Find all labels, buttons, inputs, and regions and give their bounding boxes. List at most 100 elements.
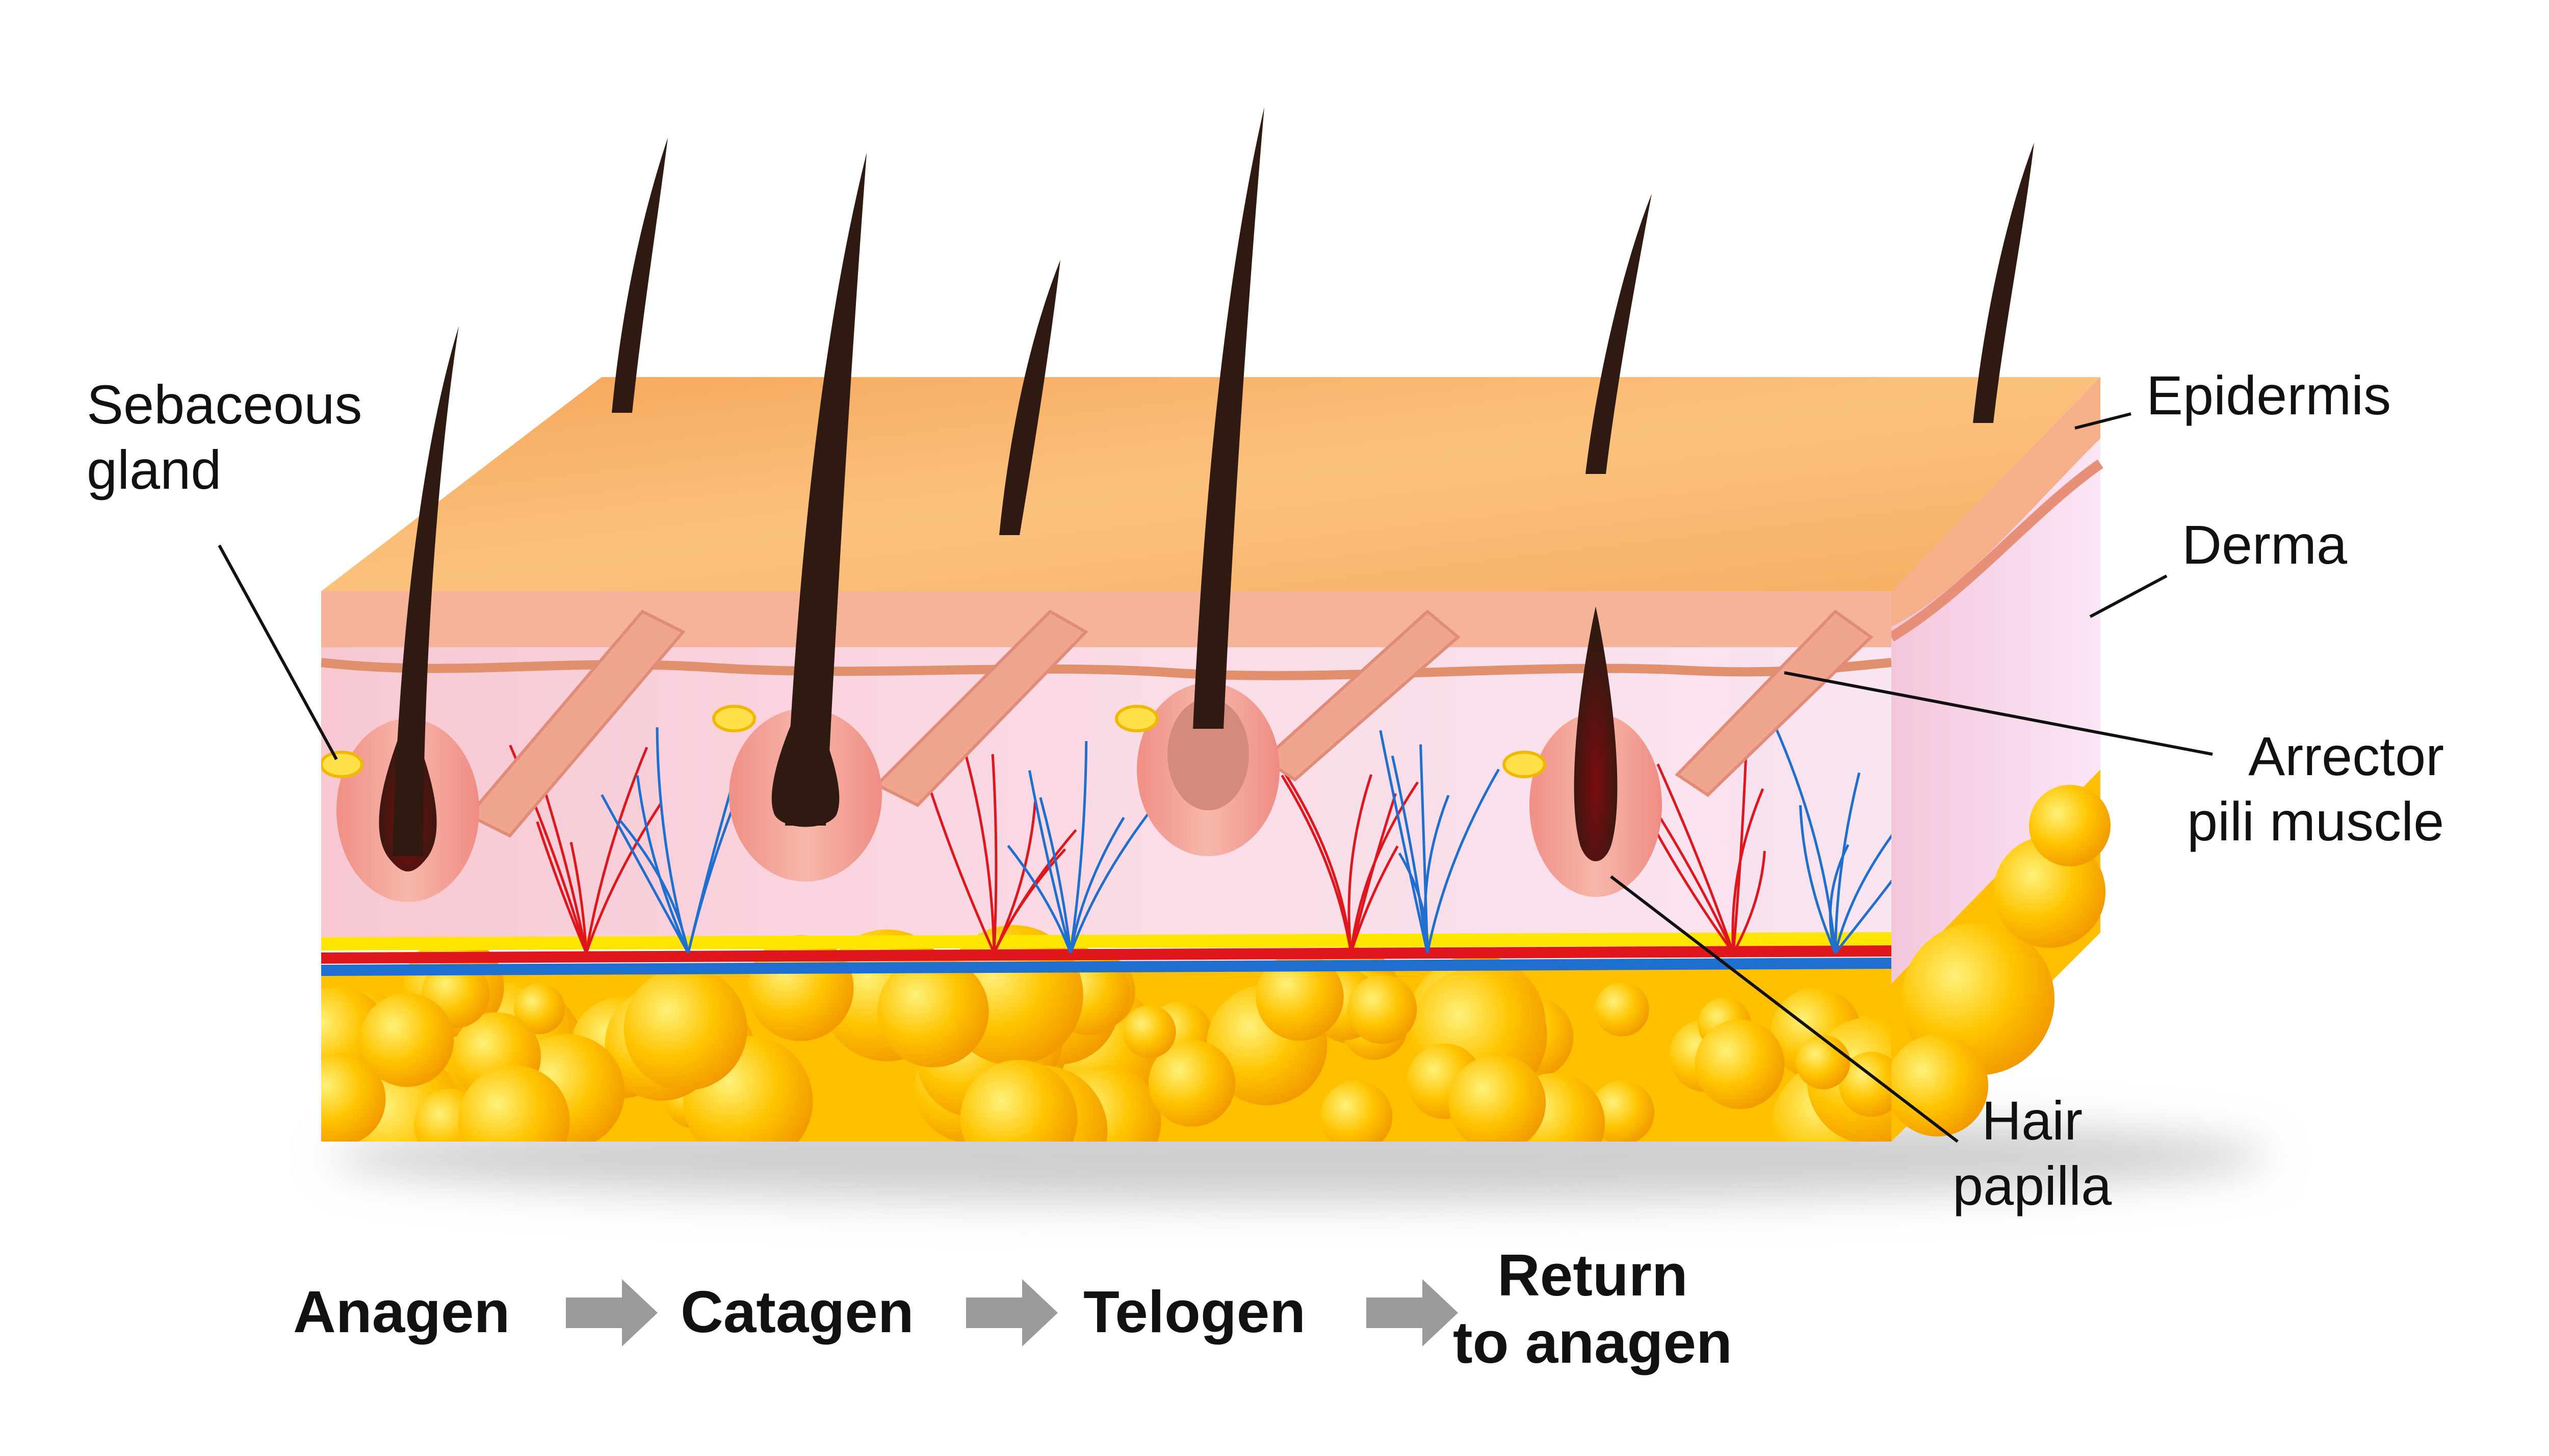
- front-face: [321, 591, 1891, 1142]
- arrector-pili-muscles: [466, 610, 1874, 838]
- capillary-branch: [1028, 770, 1072, 954]
- fat-cell: [458, 1065, 570, 1142]
- fat-cell: [1448, 1054, 1546, 1142]
- label-arrector-line1: Arrector: [2248, 725, 2444, 787]
- fat-cell: [360, 993, 454, 1087]
- capillary-branch: [1731, 788, 1764, 954]
- capillary-branch: [991, 754, 998, 954]
- label-derma: Derma: [2182, 514, 2348, 575]
- capillary-branch: [1349, 845, 1399, 954]
- capillary-branch: [1799, 805, 1837, 954]
- label-sebaceous-line1: Sebaceous: [87, 374, 362, 435]
- hair-2: [612, 138, 668, 413]
- leader-derma: [2089, 574, 2168, 618]
- stage-return-line1: Return: [1497, 1242, 1688, 1308]
- sebaceous-gland-4: [1502, 751, 1546, 778]
- fat-cell: [1256, 952, 1344, 1041]
- hair-4: [999, 260, 1060, 535]
- side-epidermis-cells: [1888, 459, 2103, 642]
- capillary-branch: [1284, 773, 1352, 954]
- capillary-branch: [536, 821, 588, 954]
- label-arrector-line2: pili muscle: [2187, 790, 2444, 852]
- label-papilla-line2: papilla: [1953, 1155, 2112, 1216]
- capillary-branch: [1039, 797, 1072, 954]
- fat-cell: [1148, 1040, 1236, 1127]
- fat-cell: [1320, 1080, 1393, 1142]
- capillary-branch: [1834, 834, 1891, 954]
- capillary-branch: [1656, 763, 1735, 954]
- sebaceous-gland-1: [321, 751, 363, 778]
- capillary-branch: [1069, 803, 1157, 954]
- fat-balls: [321, 925, 1891, 1142]
- artery-line: [321, 945, 1891, 964]
- sebaceous-gland-3: [1115, 705, 1159, 732]
- label-sebaceous-gland: Sebaceous gland: [87, 372, 362, 502]
- sebaceous-gland-2: [712, 705, 756, 732]
- vein-line: [321, 958, 1891, 976]
- fat-cell: [1347, 974, 1417, 1044]
- hair-shafts: [393, 107, 2034, 856]
- leader-sebaceous: [218, 544, 338, 760]
- capillary-branch: [1732, 851, 1766, 954]
- stage-anagen: Anagen: [293, 1279, 510, 1345]
- capillary-branch: [636, 775, 690, 954]
- fat-cell: [321, 1053, 386, 1142]
- nerve-line: [321, 931, 1891, 950]
- label-sebaceous-line2: gland: [87, 439, 222, 500]
- hair-1: [393, 326, 459, 856]
- stage-return-to-anagen: Return to anagen: [1453, 1241, 1732, 1376]
- fat-cell: [1123, 1005, 1176, 1058]
- label-epidermis: Epidermis: [2146, 364, 2391, 426]
- capillary-branch: [993, 801, 1037, 954]
- follicle-3: [1115, 683, 1280, 856]
- hair-5: [1193, 107, 1264, 729]
- fat-cell: [1695, 1019, 1785, 1109]
- label-papilla-line1: Hair: [1982, 1090, 2083, 1151]
- leader-epidermis: [2074, 412, 2131, 430]
- arrow-telogen-return: [1366, 1279, 1458, 1346]
- fat-cell: [1796, 1035, 1851, 1090]
- arrow-anagen-catagen: [566, 1279, 658, 1346]
- side-face-derma: [1891, 377, 2100, 984]
- label-hair-papilla: Hair papilla: [1953, 1088, 2112, 1219]
- hair-7: [1973, 143, 2034, 423]
- leader-arrector: [1784, 671, 2213, 756]
- capillary-branch: [964, 754, 996, 954]
- capillary-network: [509, 723, 1891, 954]
- capillary-branch: [1426, 769, 1500, 954]
- fat-cell: [1595, 982, 1649, 1037]
- capillary-branch: [585, 802, 662, 954]
- fat-cell: [877, 956, 989, 1068]
- side-fat-balls: [1886, 785, 2111, 1136]
- capillary-branch: [601, 794, 690, 954]
- capillary-branch: [1281, 775, 1352, 954]
- leader-papilla: [1610, 875, 1959, 1143]
- follicle-4: [1502, 606, 1662, 897]
- capillary-branch: [1834, 772, 1861, 954]
- fat-cell: [960, 1060, 1078, 1142]
- stage-catagen: Catagen: [681, 1279, 914, 1345]
- capillary-branch: [1007, 844, 1072, 954]
- capillary-branch: [1347, 774, 1373, 954]
- capillary-branch: [618, 819, 690, 954]
- stage-telogen: Telogen: [1083, 1279, 1306, 1345]
- capillary-branch: [539, 776, 588, 954]
- label-arrector-pili-muscle: Arrector pili muscle: [2187, 724, 2444, 854]
- capillary-branch: [1834, 879, 1891, 954]
- capillary-branch: [1419, 744, 1429, 954]
- fat-cell: [623, 967, 747, 1091]
- fat-cell: [1839, 1051, 1891, 1117]
- fat-cell: [514, 983, 565, 1035]
- side-epidermis-band: [1891, 377, 2100, 627]
- capillary-branch: [1069, 741, 1088, 954]
- fat-cell: [1590, 1080, 1655, 1142]
- capillary-branch: [585, 747, 648, 954]
- leader-lines: [218, 412, 2213, 1143]
- hair-3: [785, 153, 867, 826]
- capillary-branch: [1379, 730, 1429, 954]
- cycle-arrows: [566, 1279, 1458, 1346]
- stage-return-line2: to anagen: [1453, 1309, 1732, 1375]
- capillary-branch: [569, 841, 588, 954]
